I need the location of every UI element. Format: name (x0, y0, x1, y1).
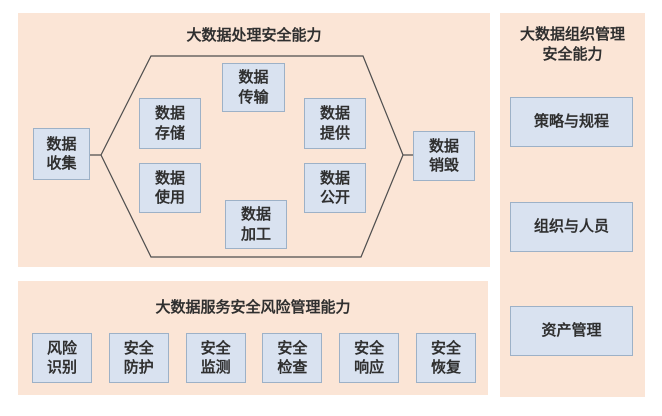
node-data-destroy: 数据 销毁 (413, 131, 475, 181)
node-data-publish: 数据 公开 (304, 163, 366, 213)
panel-data-processing-security: 大数据处理安全能力 数据 收集 数据 存储 数据 传输 数据 提供 数据 使用 … (18, 13, 490, 267)
node-org-personnel: 组织与人员 (510, 202, 633, 252)
node-policy-procedures: 策略与规程 (510, 97, 633, 147)
flow-connector-lines (90, 55, 413, 258)
node-asset-management: 资产管理 (510, 306, 633, 356)
panel-org-management-security: 大数据组织管理 安全能力 策略与规程 组织与人员 资产管理 (500, 13, 645, 397)
node-security-protect: 安全 防护 (108, 333, 169, 383)
node-data-process: 数据 加工 (225, 200, 287, 249)
panel-risk-title: 大数据服务安全风险管理能力 (155, 298, 351, 316)
risk-node-row: 风险 识别 安全 防护 安全 监测 安全 检查 安全 响应 安全 恢复 (32, 333, 476, 383)
node-data-provide: 数据 提供 (304, 98, 366, 149)
node-data-collect: 数据 收集 (33, 128, 90, 180)
node-security-inspect: 安全 检查 (262, 333, 323, 383)
node-data-transfer: 数据 传输 (222, 63, 285, 112)
node-security-respond: 安全 响应 (339, 333, 400, 383)
node-data-store: 数据 存储 (139, 98, 201, 149)
node-risk-identify: 风险 识别 (32, 333, 92, 383)
panel-service-risk-management: 大数据服务安全风险管理能力 风险 识别 安全 防护 安全 监测 安全 检查 安全… (18, 281, 488, 395)
panel-org-title: 大数据组织管理 安全能力 (519, 25, 625, 63)
node-data-use: 数据 使用 (139, 163, 201, 213)
node-security-monitor: 安全 监测 (185, 333, 246, 383)
panel-processing-title: 大数据处理安全能力 (186, 26, 322, 44)
node-security-recover: 安全 恢复 (415, 333, 476, 383)
